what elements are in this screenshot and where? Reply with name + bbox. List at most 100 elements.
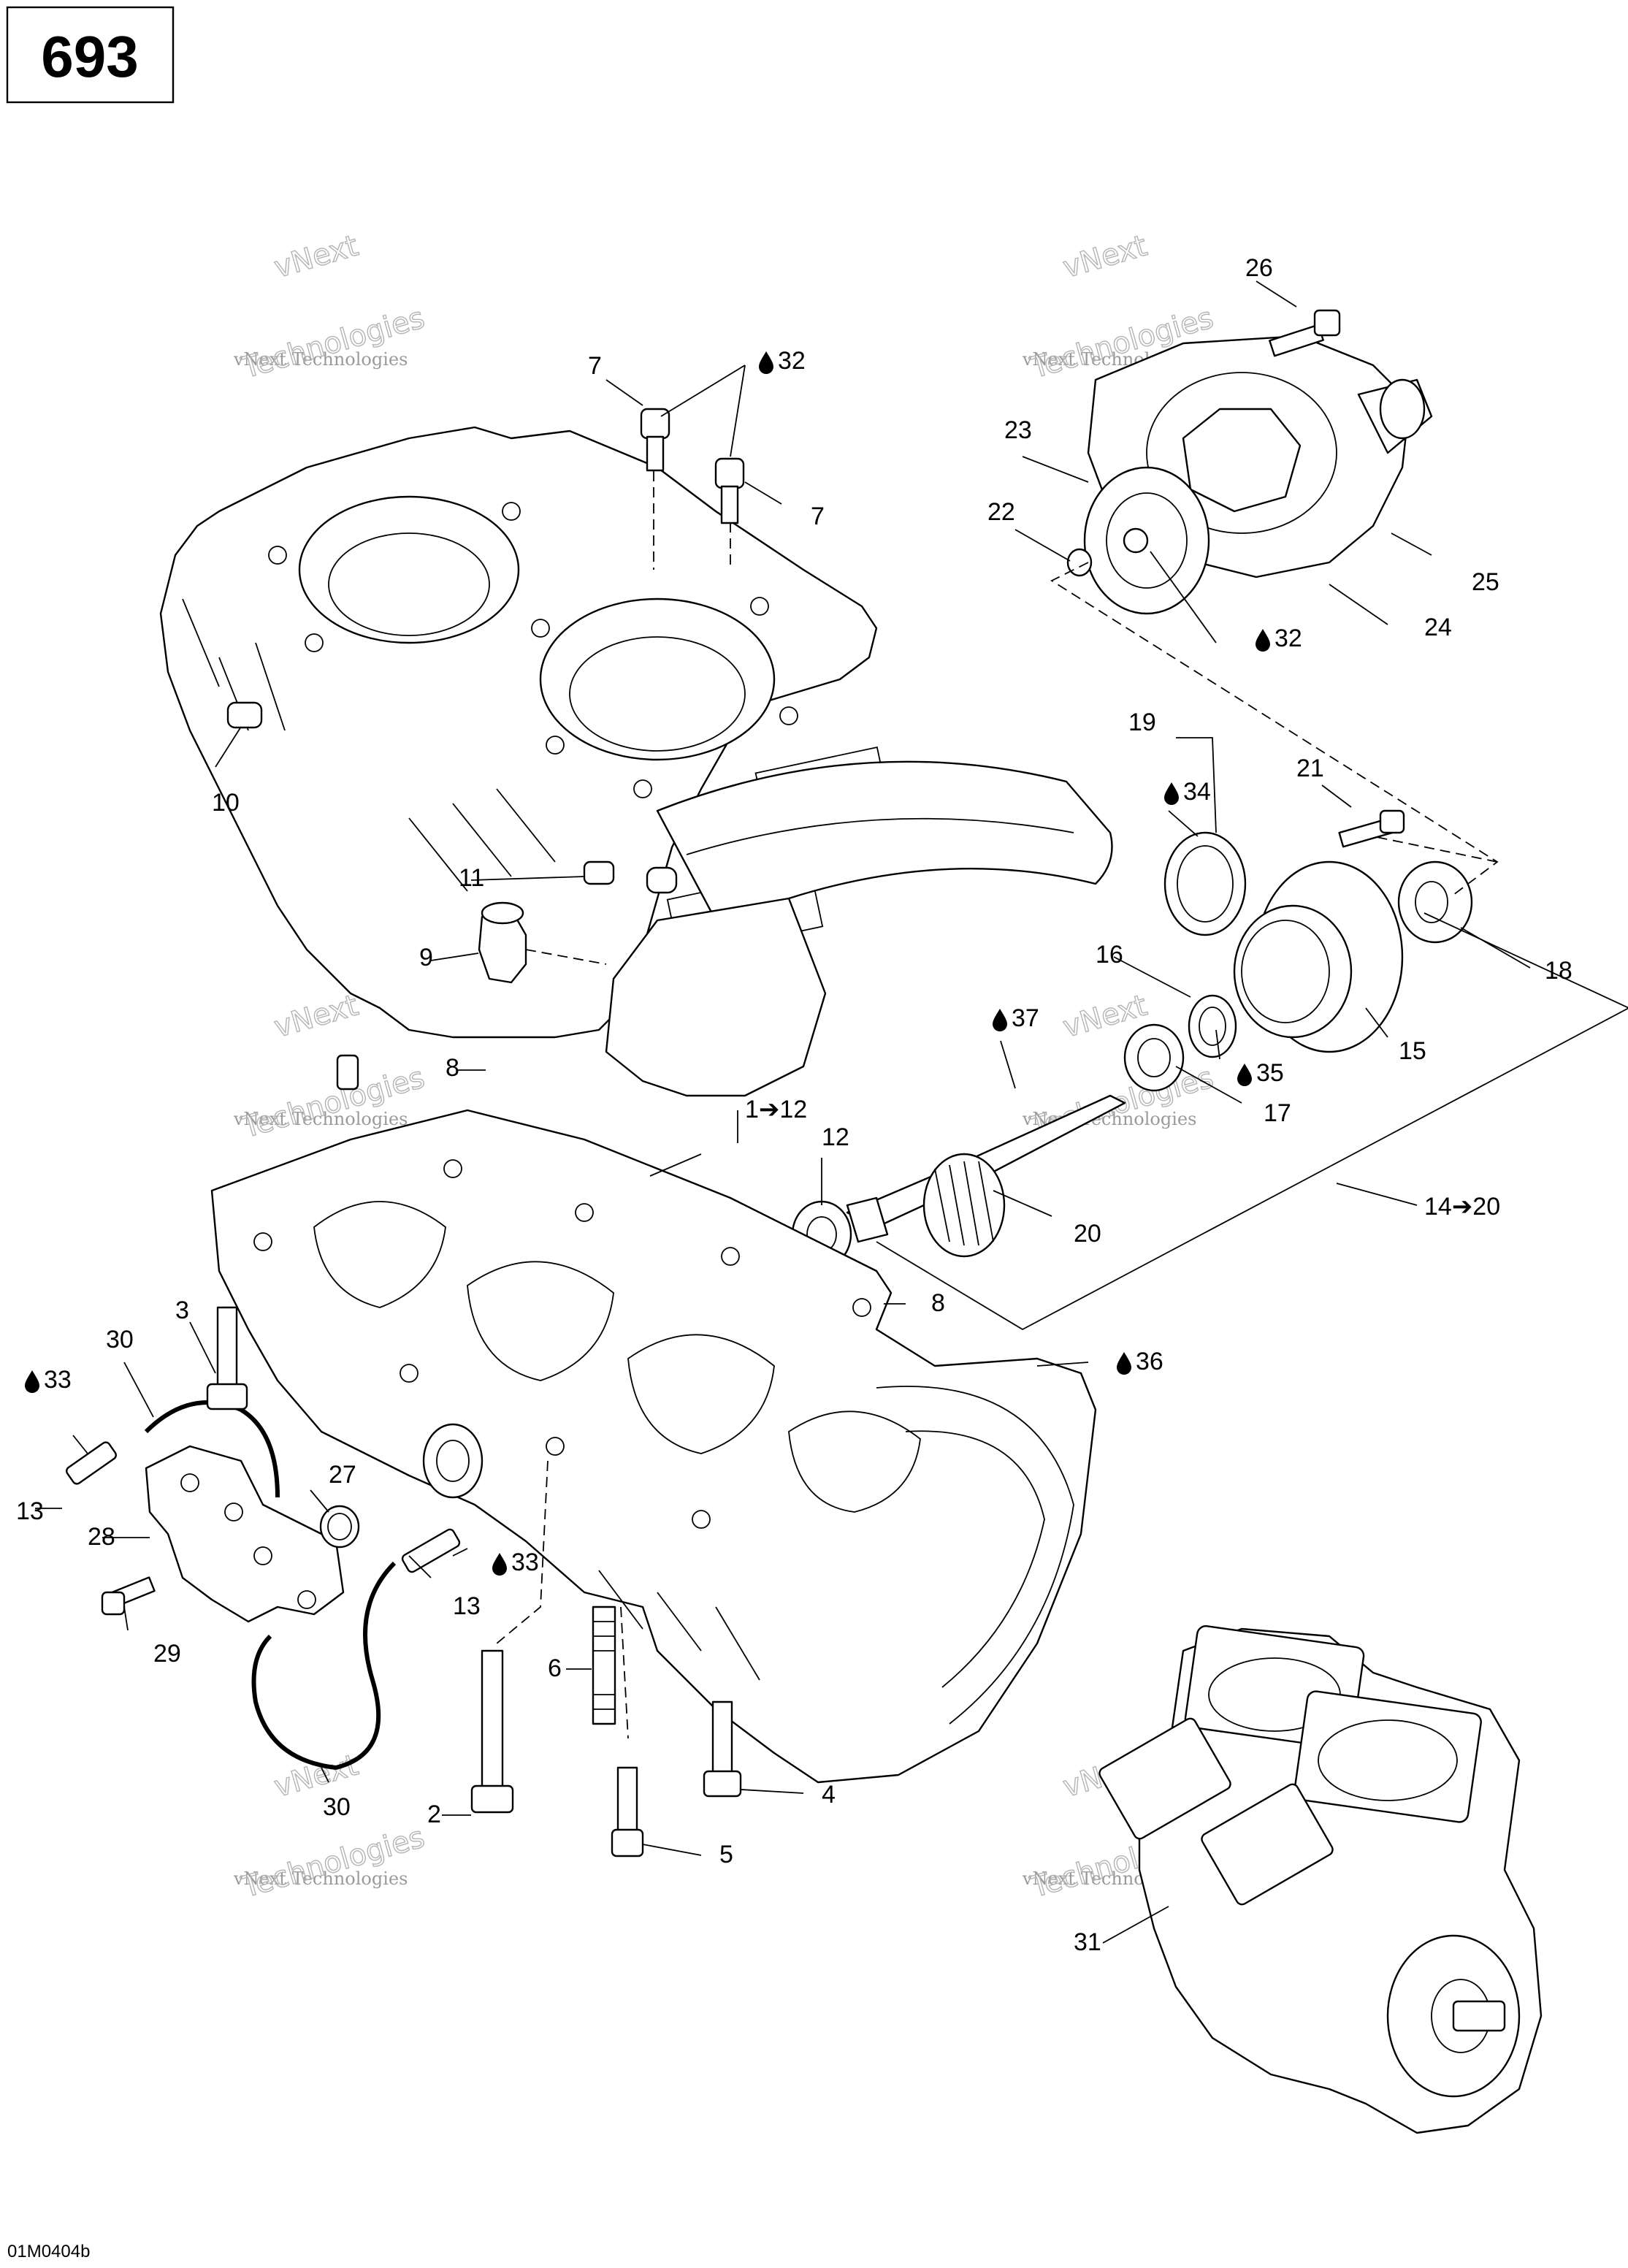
part-28-oil-pump	[145, 1445, 345, 1623]
callout-number: 36	[1136, 1348, 1163, 1375]
svg-text:Technologies: Technologies	[238, 1820, 429, 1904]
callout-number: 31	[1074, 1928, 1101, 1956]
part-13-fittings	[66, 1441, 461, 1573]
part-5-screw	[611, 1766, 644, 1857]
callout-number: 27	[329, 1461, 356, 1489]
callout-c15: 15	[1399, 1037, 1426, 1065]
svg-text:vNext: vNext	[270, 988, 362, 1044]
lower-crankcase	[210, 1109, 1097, 1784]
callout-c26: 26	[1245, 254, 1273, 282]
callout-number: 29	[153, 1640, 181, 1668]
callout-number: 33	[44, 1366, 72, 1394]
svg-text:vNext: vNext	[270, 229, 362, 284]
part-11-fitting	[583, 860, 678, 894]
drop-icon	[1256, 629, 1270, 652]
callout-c27: 27	[329, 1461, 356, 1489]
callout-number: 19	[1128, 709, 1156, 736]
callout-c1to12: 1➔12	[745, 1096, 807, 1123]
callout-number: 26	[1245, 254, 1273, 282]
callout-number: 20	[1074, 1220, 1101, 1248]
callout-number: 14➔20	[1424, 1193, 1500, 1221]
callout-number: 11	[459, 864, 484, 892]
drop-icon	[492, 1553, 507, 1576]
callout-c24: 24	[1424, 614, 1452, 641]
callout-c37: 37	[993, 1004, 1039, 1032]
part-27-o-ring	[319, 1505, 360, 1549]
callout-c25: 25	[1472, 568, 1499, 596]
callout-c28: 28	[88, 1523, 115, 1551]
callout-number: 7	[811, 503, 825, 530]
part-15-cover	[1233, 860, 1404, 1053]
callout-c6: 6	[548, 1654, 562, 1682]
callout-number: 3	[175, 1297, 189, 1324]
callout-c19: 19	[1128, 709, 1156, 736]
part-21-screw	[1338, 809, 1405, 848]
callout-number: 6	[548, 1654, 562, 1682]
callout-number: 8	[446, 1054, 459, 1082]
part-17-bearing	[1123, 1023, 1185, 1092]
callout-number: 34	[1183, 778, 1211, 806]
part-9-plug	[478, 901, 527, 984]
callout-c31: 31	[1074, 1928, 1101, 1956]
callout-c34: 34	[1164, 778, 1211, 806]
drop-icon	[25, 1370, 39, 1393]
svg-text:vNext Technologies: vNext Technologies	[233, 1868, 408, 1889]
callout-number: 21	[1296, 755, 1324, 782]
callout-number: 16	[1096, 941, 1123, 969]
drop-icon	[1237, 1064, 1252, 1086]
callout-c20: 20	[1074, 1220, 1101, 1248]
callout-number: 30	[106, 1326, 134, 1353]
svg-text:Technologies: Technologies	[238, 301, 429, 385]
callout-number: 10	[212, 789, 240, 817]
callout-c21: 21	[1296, 755, 1324, 782]
drop-icon	[1164, 782, 1179, 805]
callout-number: 2	[427, 1801, 441, 1828]
callout-c33a: 33	[25, 1366, 72, 1394]
callout-c7a: 7	[588, 352, 602, 380]
part-31-engine-assembly	[1098, 1625, 1543, 2134]
callout-c13a: 13	[16, 1497, 44, 1525]
drop-icon	[1117, 1352, 1131, 1375]
callout-number: 33	[511, 1549, 539, 1576]
part-18-seal	[1397, 860, 1473, 944]
callout-c33b: 33	[492, 1549, 539, 1576]
drop-icon	[759, 351, 773, 374]
callout-c36: 36	[1117, 1348, 1163, 1375]
part-29-screw	[101, 1576, 156, 1616]
part-2-bolt	[470, 1649, 514, 1814]
drawing-code: 01M0404b	[7, 2242, 90, 2261]
upper-crankcase	[159, 426, 1113, 1097]
page-number: 693	[41, 24, 138, 89]
callout-c3: 3	[175, 1297, 189, 1324]
drop-icon	[993, 1009, 1007, 1031]
callout-number: 28	[88, 1523, 115, 1551]
callout-number: 7	[588, 352, 602, 380]
callout-c35: 35	[1237, 1059, 1284, 1087]
callout-number: 37	[1012, 1004, 1039, 1032]
part-26-bolt	[1269, 309, 1341, 357]
callout-c23: 23	[1004, 416, 1032, 444]
callout-number: 13	[453, 1592, 481, 1620]
callout-number: 25	[1472, 568, 1499, 596]
callout-c17: 17	[1264, 1099, 1291, 1127]
callout-c18: 18	[1545, 957, 1572, 985]
watermark-top-left: vNext vNext Technologies Technologies	[233, 229, 429, 386]
part-4-bolt	[703, 1700, 742, 1798]
part-19-seal	[1163, 831, 1247, 936]
callout-number: 32	[778, 347, 806, 375]
callout-number: 24	[1424, 614, 1452, 641]
callout-c12: 12	[822, 1123, 849, 1151]
callout-number: 32	[1274, 625, 1302, 652]
part-23-impeller	[1083, 466, 1210, 615]
callout-c14to20: 14➔20	[1424, 1193, 1500, 1221]
svg-text:vNext: vNext	[1059, 229, 1150, 284]
callout-c8b: 8	[931, 1289, 945, 1317]
callout-c7b: 7	[811, 503, 825, 530]
callout-c16: 16	[1096, 941, 1123, 969]
callout-number: 18	[1545, 957, 1572, 985]
callout-number: 4	[822, 1781, 836, 1809]
callout-c32b: 32	[1256, 625, 1302, 652]
callout-number: 9	[419, 944, 433, 971]
